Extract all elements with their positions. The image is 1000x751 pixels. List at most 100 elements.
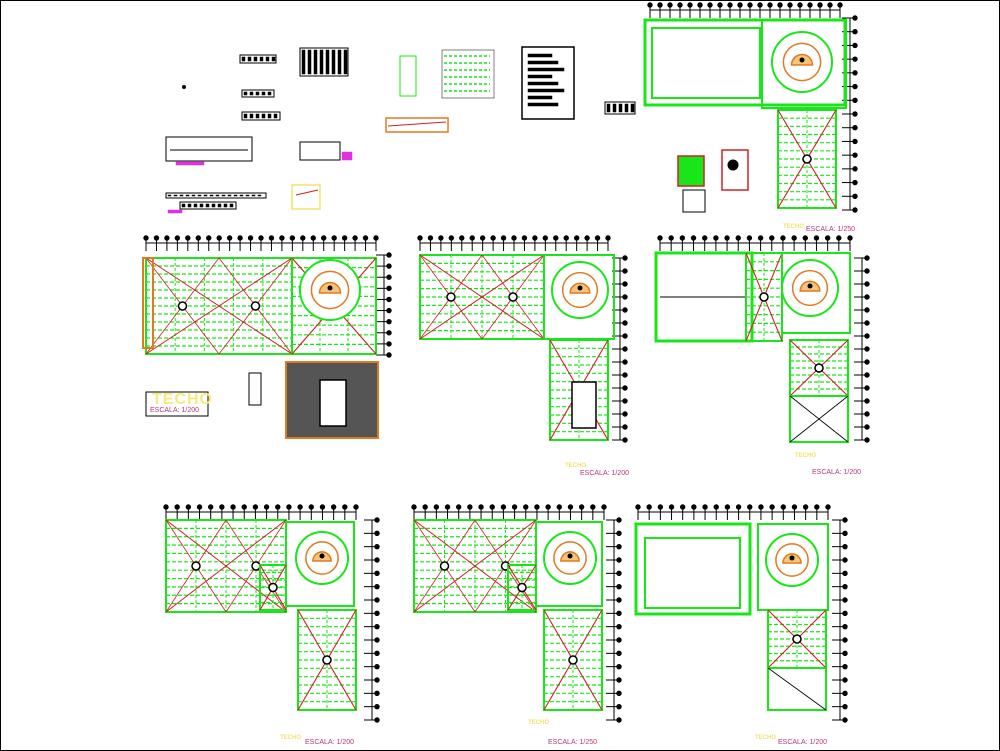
- grid-bubble: [143, 235, 149, 241]
- grid-bubble: [842, 610, 848, 617]
- detail-block-3-fill: [255, 91, 260, 96]
- grid-bubble: [219, 504, 225, 510]
- grid-bubble: [791, 504, 798, 510]
- detail-strip-2-fill: [199, 203, 204, 208]
- grid-bubble: [386, 307, 392, 314]
- grid-bubble: [459, 235, 465, 241]
- grid-bubble: [386, 352, 392, 358]
- grid-bubble: [330, 504, 337, 510]
- grid-bubble: [616, 530, 622, 537]
- detail-strip-1-fill: [197, 194, 202, 197]
- grid-bubble: [616, 597, 622, 603]
- detail-block-1-fill: [253, 56, 258, 62]
- grid-bubble: [553, 235, 559, 241]
- grid-bubble: [594, 235, 601, 241]
- grid-bubble: [479, 235, 486, 241]
- detail-section: [299, 141, 341, 161]
- detail-magenta-1: [175, 161, 205, 166]
- dome-center: [789, 555, 795, 561]
- grid-bubble: [438, 235, 444, 241]
- grid-bubble: [374, 610, 380, 617]
- plan-a-room: [651, 27, 761, 99]
- detail-magenta-2: [167, 209, 183, 214]
- grid-bubble: [864, 437, 870, 443]
- plan-b-title-box: [145, 391, 209, 417]
- grid-bubble: [852, 207, 858, 213]
- grid-bubble: [691, 504, 697, 510]
- grid-bubble: [622, 294, 628, 300]
- dome-center: [577, 285, 583, 291]
- schedule-line: [527, 60, 559, 65]
- grid-bubble: [258, 235, 264, 241]
- detail-small-block-fill: [624, 103, 629, 113]
- grid-bubble: [847, 235, 853, 241]
- plan-scale-2: ESCALA: 1/200: [580, 470, 630, 477]
- detail-small-block: [604, 101, 636, 115]
- detail-block-2-fill: [343, 49, 348, 75]
- column-node: [250, 301, 261, 311]
- grid-bubble: [735, 504, 742, 510]
- detail-strip-1-fill: [167, 194, 172, 197]
- grid-bubble: [478, 504, 484, 510]
- grid-bubble: [374, 637, 380, 643]
- plan-title-3: TECHO: [795, 453, 816, 459]
- grid-bubble: [769, 504, 775, 510]
- grid-bubble: [852, 83, 858, 90]
- detail-block-2: [299, 47, 349, 77]
- detail-schedule: [521, 46, 575, 120]
- grid-bubble: [616, 717, 622, 723]
- grid-bubble: [814, 504, 820, 510]
- grid-bubble: [724, 504, 731, 510]
- grid-bubble: [777, 2, 783, 8]
- grid-bubble: [616, 650, 622, 657]
- grid-bubble: [308, 504, 314, 510]
- grid-bubble: [757, 2, 763, 8]
- grid-bubble: [647, 2, 653, 8]
- detail-block-2-fill: [325, 49, 330, 75]
- plan-title-6: TECHO: [755, 735, 776, 741]
- dome-center: [567, 553, 573, 559]
- grid-bubble: [374, 583, 380, 590]
- detail-block-1-fill: [259, 56, 264, 62]
- grid-bubble: [852, 111, 858, 117]
- grid-bubble: [767, 2, 773, 8]
- detail-block-1: [239, 54, 277, 64]
- grid-bubble: [374, 597, 380, 603]
- grid-bubble: [802, 235, 808, 241]
- grid-bubble: [174, 235, 181, 241]
- grid-bubble: [545, 504, 551, 510]
- column-node: [508, 292, 518, 302]
- grid-bubble: [373, 235, 379, 241]
- dome-ring: [782, 42, 822, 82]
- grid-bubble: [842, 703, 848, 710]
- grid-bubble: [842, 717, 848, 723]
- grid-bubble: [864, 307, 870, 313]
- grid-bubble: [622, 424, 628, 430]
- detail-strip-2-fill: [187, 203, 192, 208]
- grid-bubble: [226, 235, 233, 241]
- dome-ring: [775, 543, 809, 577]
- grid-bubble: [622, 385, 628, 391]
- grid-bubble: [297, 504, 303, 510]
- grid-bubble: [511, 235, 517, 241]
- grid-bubble: [697, 2, 703, 8]
- detail-block-2-fill: [319, 49, 324, 75]
- grid-bubble: [842, 570, 848, 577]
- grid-bubble: [300, 235, 306, 241]
- detail-block-3-fill: [267, 91, 272, 96]
- grid-bubble: [444, 504, 451, 510]
- dome-ring: [310, 270, 350, 310]
- detail-column: [677, 155, 705, 187]
- plan-c-void: [571, 381, 597, 429]
- plan-scale-4: ESCALA: 1/200: [305, 739, 355, 746]
- grid-bubble: [319, 504, 326, 510]
- plan-d-x: [789, 395, 849, 443]
- grid-bubble: [842, 637, 848, 643]
- grid-bubble: [687, 2, 693, 8]
- grid-bubble: [542, 235, 549, 241]
- detail-block-4: [241, 111, 281, 121]
- grid-bubble: [241, 504, 247, 510]
- grid-bubble: [852, 138, 858, 145]
- grid-bubble: [680, 504, 686, 510]
- grid-bubble: [791, 235, 797, 241]
